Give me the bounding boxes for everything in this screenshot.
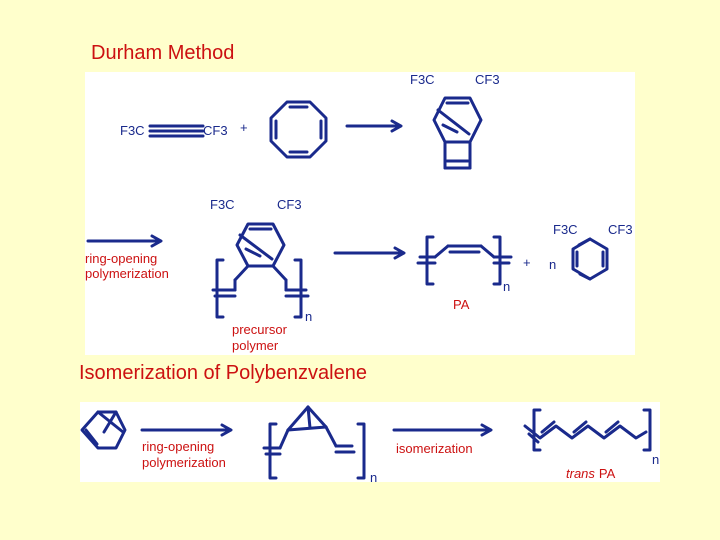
repeat-n-3: n (370, 470, 377, 485)
plus-sign-1: + (240, 120, 248, 135)
arrow-3 (333, 246, 406, 260)
polybenzvalene-unit (262, 405, 366, 480)
polymer-label: polymer (232, 338, 279, 353)
product-cf3-left: F3C (410, 72, 435, 87)
polymer-cf3-right: CF3 (277, 197, 302, 212)
polyacetylene-unit (416, 235, 513, 286)
product-cf3-right: CF3 (475, 72, 500, 87)
repeat-n-1: n (305, 309, 312, 324)
benzene-byproduct (571, 237, 609, 281)
ring-opening-label: ring-opening (85, 251, 157, 266)
benzvalene (80, 410, 127, 450)
cycloadduct-1 (432, 96, 483, 170)
repeat-n-4: n (652, 452, 659, 467)
isomerization-scheme-panel: ring-opening polymerization isomerizatio… (80, 402, 660, 485)
trans-polyacetylene (523, 408, 652, 452)
arrow-4 (140, 423, 233, 437)
repeat-n-2: n (503, 279, 510, 294)
durham-method-title: Durham Method (91, 42, 235, 64)
ring-opening-label-2: ring-opening (142, 439, 214, 454)
alkyne-triple-bond (148, 124, 205, 138)
arrow-ring-opening (86, 234, 163, 248)
byproduct-cf3-left: F3C (553, 222, 578, 237)
polymerization-label-2: polymerization (142, 455, 226, 470)
durham-scheme-svg: F3C CF3 + F3C CF3 F3C CF3 n n + n F3C CF… (85, 72, 633, 353)
polymer-cf3-left: F3C (210, 197, 235, 212)
cyclooctatetraene (269, 100, 328, 159)
durham-scheme-panel: F3C CF3 + F3C CF3 F3C CF3 n n + n F3C CF… (85, 72, 635, 355)
reactant-cf3-left: F3C (120, 123, 145, 138)
trans-pa-label: trans PA (566, 466, 616, 481)
isomerization-label: isomerization (396, 441, 473, 456)
isomerization-title: Isomerization of Polybenzvalene (79, 362, 367, 384)
byproduct-cf3-right: CF3 (608, 222, 633, 237)
trans-label: trans (566, 466, 595, 481)
reactant-cf3-right: CF3 (203, 123, 228, 138)
coefficient-n: n (549, 257, 556, 272)
isomerization-scheme-svg: ring-opening polymerization isomerizatio… (80, 405, 659, 485)
precursor-label: precursor (232, 322, 288, 337)
plus-sign-2: + (523, 255, 531, 270)
arrow-1 (345, 119, 403, 133)
pa-label-2: PA (599, 466, 616, 481)
arrow-5 (392, 423, 493, 437)
precursor-polymer (211, 222, 310, 319)
pa-label: PA (453, 297, 470, 312)
polymerization-label: polymerization (85, 266, 169, 281)
